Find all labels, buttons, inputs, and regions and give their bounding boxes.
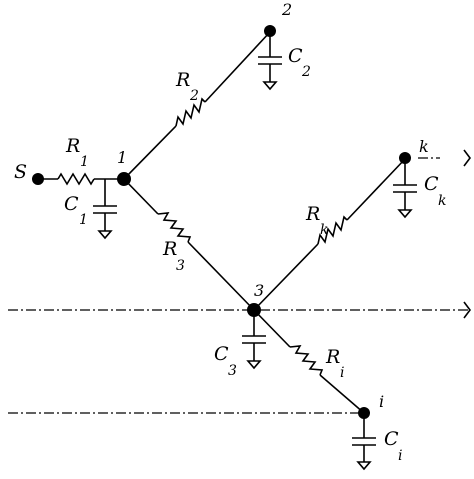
c2-label: C 2 xyxy=(288,45,311,80)
ck-label: C k xyxy=(424,173,446,209)
r3-label: R 3 xyxy=(162,238,185,274)
source-label: S xyxy=(14,161,27,183)
svg-text:1: 1 xyxy=(80,154,89,170)
resistor-ri xyxy=(253,309,365,414)
svg-text:R: R xyxy=(162,238,177,260)
resistor-rk xyxy=(253,158,406,311)
node-i xyxy=(358,407,370,419)
svg-text:C: C xyxy=(214,343,229,365)
svg-text:k: k xyxy=(438,193,446,209)
capacitor-ci xyxy=(352,413,376,471)
node-2-label: 2 xyxy=(281,0,292,19)
resistor-r2 xyxy=(123,31,271,180)
svg-text:R: R xyxy=(305,203,320,225)
svg-text:C: C xyxy=(424,173,439,195)
resistor-r1 xyxy=(38,172,124,186)
c1-label: C 1 xyxy=(64,193,88,228)
svg-text:1: 1 xyxy=(79,212,88,228)
node-k-label: k xyxy=(419,137,429,156)
node-k xyxy=(399,152,411,164)
svg-text:i: i xyxy=(398,448,402,464)
svg-text:3: 3 xyxy=(176,258,185,274)
svg-text:3: 3 xyxy=(228,363,237,379)
capacitor-c3 xyxy=(242,310,266,370)
node-1 xyxy=(117,172,131,186)
c3-label: C 3 xyxy=(214,343,237,379)
node-3 xyxy=(247,303,261,317)
source-node xyxy=(32,173,44,185)
svg-text:R: R xyxy=(325,346,340,368)
svg-text:C: C xyxy=(384,428,399,450)
rk-label: R k xyxy=(305,203,328,238)
capacitor-c1 xyxy=(93,179,117,240)
svg-text:R: R xyxy=(65,135,80,157)
r2-label: R 2 xyxy=(175,69,199,104)
svg-text:k: k xyxy=(320,222,328,238)
node-i-label: i xyxy=(379,392,384,411)
svg-text:C: C xyxy=(64,193,79,215)
node-3-label: 3 xyxy=(254,281,264,300)
ci-label: C i xyxy=(384,428,402,464)
edge-mark-top xyxy=(463,149,471,167)
svg-text:2: 2 xyxy=(189,88,199,104)
svg-text:C: C xyxy=(288,45,303,67)
node-1-label: 1 xyxy=(117,148,127,167)
svg-text:i: i xyxy=(340,365,344,381)
ri-label: R i xyxy=(325,346,344,381)
svg-text:R: R xyxy=(175,69,190,91)
r1-label: R 1 xyxy=(65,135,89,170)
edge-mark-middle xyxy=(463,301,471,319)
svg-text:2: 2 xyxy=(301,64,311,80)
node-2 xyxy=(264,25,276,37)
resistor-r3 xyxy=(123,178,255,311)
